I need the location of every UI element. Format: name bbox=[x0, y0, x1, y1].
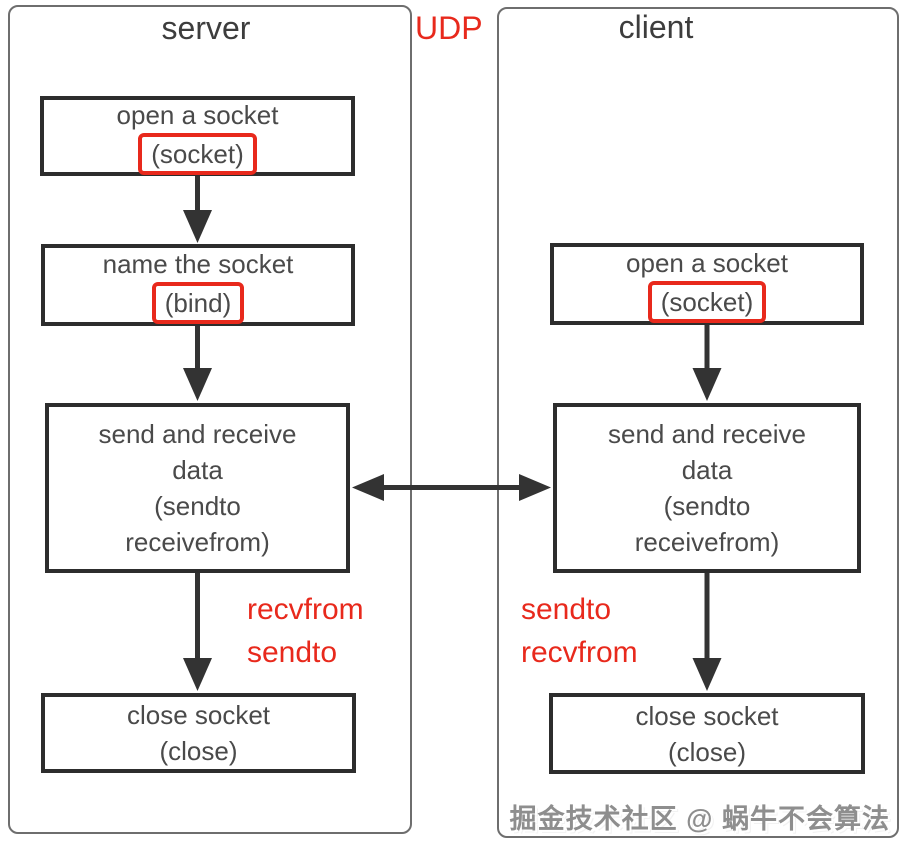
socket-call-highlight: (socket) bbox=[138, 133, 257, 175]
client-io-call-label-1: sendto bbox=[521, 593, 612, 626]
server-io-call-label-1: recvfrom bbox=[247, 593, 364, 626]
server-io-call-label-2: sendto bbox=[247, 636, 338, 669]
server-box-open-socket: open a socket (socket) bbox=[40, 96, 355, 176]
server-box-send-receive: send and receive data (sendto receivefro… bbox=[45, 403, 350, 573]
client-box-send-receive: send and receive data (sendto receivefro… bbox=[553, 403, 861, 573]
client-io-call-labels: sendto recvfrom bbox=[521, 588, 638, 674]
server-panel: server open a socket (socket) name the s… bbox=[8, 5, 412, 834]
server-box-name-socket: name the socket (bind) bbox=[41, 244, 355, 326]
client-io-line4: receivefrom) bbox=[634, 527, 780, 557]
server-io-line3: (sendto bbox=[154, 491, 241, 521]
client-io-line1: send and receive bbox=[607, 419, 807, 449]
client-panel: client open a socket (socket) send and r… bbox=[497, 7, 899, 838]
client-close-line1: close socket bbox=[635, 700, 779, 731]
server-socket-call: (socket) bbox=[151, 139, 244, 169]
server-close-line2: (close) bbox=[159, 736, 238, 766]
server-box-name-line: name the socket bbox=[102, 249, 294, 279]
client-title: client bbox=[618, 9, 694, 45]
client-io-line2: data bbox=[681, 455, 733, 485]
server-io-line1: send and receive bbox=[98, 419, 297, 449]
client-box-close-socket: close socket (close) bbox=[549, 693, 865, 774]
server-title: server bbox=[161, 10, 251, 46]
server-io-line2: data bbox=[172, 455, 223, 485]
socket-call-highlight: (socket) bbox=[647, 281, 767, 323]
server-box-open-line: open a socket bbox=[116, 100, 279, 130]
udp-protocol-label: UDP bbox=[415, 10, 483, 46]
client-socket-call: (socket) bbox=[660, 287, 754, 317]
client-io-call-label-2: recvfrom bbox=[521, 636, 638, 669]
client-box-open-socket: open a socket (socket) bbox=[550, 243, 864, 325]
client-close-line2: (close) bbox=[667, 736, 746, 767]
server-close-line1: close socket bbox=[126, 700, 271, 730]
server-box-close-socket: close socket (close) bbox=[41, 693, 356, 773]
client-io-line3: (sendto bbox=[663, 491, 751, 521]
watermark-text: 掘金技术社区 @ 蜗牛不会算法 bbox=[509, 804, 890, 834]
server-io-line4: receivefrom) bbox=[125, 527, 270, 557]
server-io-call-labels: recvfrom sendto bbox=[247, 588, 364, 674]
server-bind-call: (bind) bbox=[164, 288, 232, 318]
client-box-open-line: open a socket bbox=[626, 248, 788, 278]
bind-call-highlight: (bind) bbox=[151, 282, 245, 324]
